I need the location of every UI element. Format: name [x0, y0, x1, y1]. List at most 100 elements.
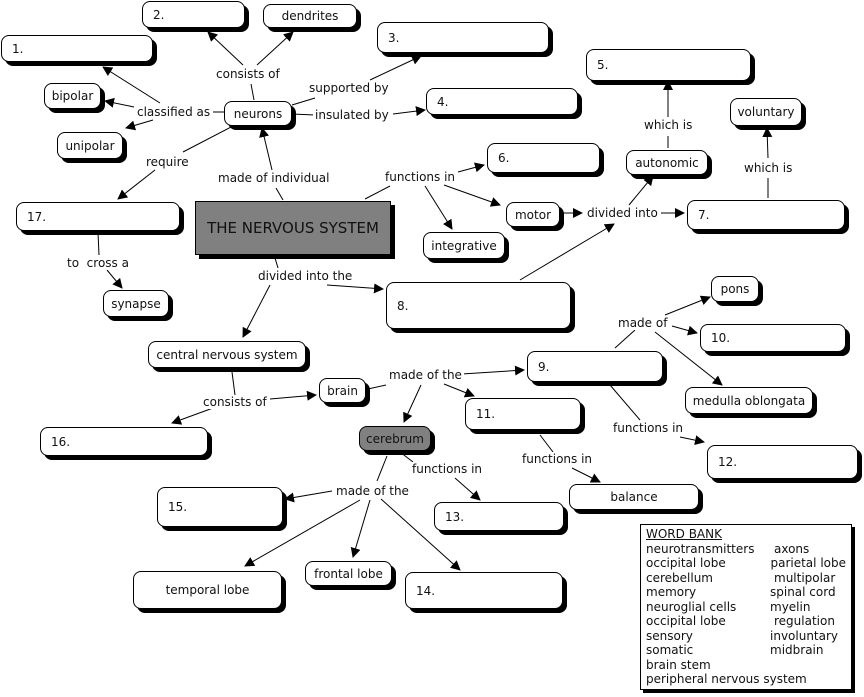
link-functions-in: functions in	[611, 421, 686, 435]
blank-box-9[interactable]: 9.	[527, 351, 663, 382]
node-pons: pons	[711, 276, 759, 302]
link-functions-in: functions in	[520, 452, 595, 466]
node-brain: brain	[319, 378, 366, 403]
node-motor: motor	[506, 202, 560, 227]
word-bank-row: somatic midbrain	[646, 643, 846, 658]
word-bank-term: peripheral nervous system	[646, 672, 807, 686]
word-bank-term: somatic	[646, 643, 694, 657]
word-bank-term: brain stem	[646, 657, 711, 672]
node-synapse: synapse	[103, 290, 169, 317]
word-bank-term: occipital lobe	[646, 614, 726, 628]
blank-label: 2.	[153, 7, 165, 22]
word-bank-row: brain stem	[646, 658, 846, 673]
word-bank-term: cerebellum	[646, 570, 713, 585]
word-bank-row: sensory involuntary	[646, 629, 846, 644]
node-neurons: neurons	[224, 101, 292, 126]
node-label: integrative	[431, 238, 497, 253]
word-bank-term: parietal lobe	[770, 556, 846, 570]
blank-label: 8.	[397, 298, 409, 313]
link-divided-into-the: divided into the	[256, 269, 355, 283]
word-bank-term: involuntary	[770, 628, 839, 643]
blank-box-13[interactable]: 13.	[434, 502, 564, 531]
link-require: require	[144, 155, 191, 169]
blank-box-11[interactable]: 11.	[465, 398, 581, 430]
node-label: neurons	[233, 106, 283, 121]
blank-box-7[interactable]: 7.	[687, 200, 845, 230]
node-medulla-oblongata: medulla oblongata	[685, 387, 813, 414]
blank-label: 9.	[538, 359, 550, 374]
node-label: frontal lobe	[314, 566, 383, 581]
node-label: bipolar	[51, 89, 94, 103]
blank-label: 3.	[388, 30, 400, 45]
link-which-is: which is	[642, 118, 695, 132]
link-made-of-the: made of the	[387, 368, 464, 382]
blank-box-10[interactable]: 10.	[700, 324, 846, 352]
blank-box-17[interactable]: 17.	[16, 202, 180, 231]
node-dendrites: dendrites	[263, 4, 357, 28]
blank-label: 6.	[498, 151, 510, 165]
blank-box-1[interactable]: 1.	[1, 35, 153, 62]
node-label: brain	[327, 383, 358, 398]
node-label: medulla oblongata	[692, 393, 806, 408]
word-bank-term: axons	[774, 541, 810, 556]
node-label: unipolar	[65, 138, 115, 153]
node-label: balance	[610, 490, 658, 504]
blank-label: 7.	[698, 208, 710, 222]
node-unipolar: unipolar	[57, 132, 123, 159]
blank-label: 1.	[12, 41, 24, 56]
word-bank-title: WORD BANK	[646, 527, 722, 541]
blank-box-12[interactable]: 12.	[707, 445, 858, 479]
word-bank-term: midbrain	[770, 643, 824, 657]
word-bank-row: memory spinal cord	[646, 585, 846, 600]
word-bank-term: occipital lobe	[646, 556, 726, 570]
blank-box-16[interactable]: 16.	[40, 427, 208, 456]
node-temporal-lobe: temporal lobe	[133, 571, 282, 609]
word-bank-row: peripheral nervous system	[646, 672, 846, 687]
word-bank-term: sensory	[646, 628, 693, 643]
node-the-nervous-system: THE NERVOUS SYSTEM	[195, 201, 391, 255]
blank-label: 11.	[476, 407, 496, 421]
node-cerebrum: cerebrum	[359, 426, 431, 451]
blank-box-5[interactable]: 5.	[586, 49, 751, 81]
blank-box-8[interactable]: 8.	[386, 282, 571, 329]
word-bank-term: neuroglial cells	[646, 599, 737, 614]
word-bank-row: occipital lobe parietal lobe	[646, 556, 846, 571]
blank-box-3[interactable]: 3.	[377, 22, 549, 53]
blank-label: 17.	[27, 209, 47, 224]
node-label: motor	[514, 207, 551, 222]
node-label: cerebrum	[366, 431, 424, 446]
link-consists-of: consists of	[214, 67, 282, 81]
word-bank-row: neuroglial cells myelin	[646, 600, 846, 615]
link-functions-in: functions in	[410, 462, 485, 476]
node-bipolar: bipolar	[44, 83, 101, 109]
blank-box-2[interactable]: 2.	[142, 1, 245, 28]
link-consists-of: consists of	[201, 395, 269, 409]
blank-box-4[interactable]: 4.	[426, 88, 578, 115]
blank-box-15[interactable]: 15.	[157, 487, 283, 527]
node-voluntary: voluntary	[730, 98, 802, 126]
word-bank-term: multipolar	[774, 570, 836, 585]
blank-label: 14.	[416, 583, 436, 598]
link-made-of-individual: made of individual	[216, 171, 332, 185]
word-bank-term: regulation	[774, 614, 835, 628]
node-balance: balance	[569, 484, 699, 510]
word-bank-term: myelin	[770, 599, 811, 614]
link-insulated-by: insulated by	[313, 108, 391, 122]
node-label: central nervous system	[156, 347, 298, 362]
blank-box-14[interactable]: 14.	[405, 572, 563, 609]
link-which-is: which is	[742, 161, 795, 175]
word-bank-term: spinal cord	[770, 585, 836, 599]
node-label: synapse	[111, 296, 161, 311]
node-autonomic: autonomic	[626, 150, 708, 175]
word-bank-term: memory	[646, 585, 697, 599]
link-supported-by: supported by	[307, 81, 391, 95]
word-bank-row: cerebellum multipolar	[646, 571, 846, 586]
blank-box-6[interactable]: 6.	[487, 143, 600, 173]
blank-label: 10.	[711, 331, 731, 345]
blank-label: 16.	[51, 434, 71, 449]
node-label: autonomic	[635, 155, 699, 170]
node-label: dendrites	[281, 9, 339, 23]
